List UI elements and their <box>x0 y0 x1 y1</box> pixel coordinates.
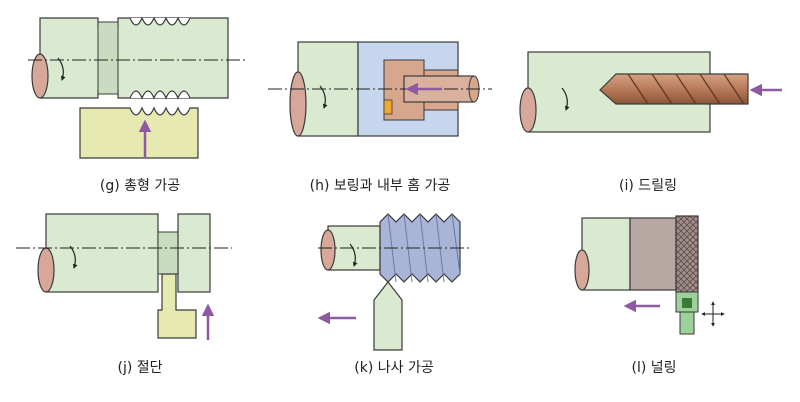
caption-k: (k) 나사 가공 <box>354 360 434 376</box>
form-tool-g <box>79 106 199 159</box>
workpiece-j <box>45 213 159 293</box>
boring-insert-h <box>383 99 393 115</box>
parting-tool-j <box>157 273 197 339</box>
knurl-wheel-l <box>682 298 692 308</box>
rotation-arrow-icon <box>69 245 78 269</box>
panel-l-knurling <box>574 215 725 335</box>
end-face-j <box>37 247 55 293</box>
collar-g <box>97 21 119 95</box>
caption-g: (g) 총형 가공 <box>100 178 180 194</box>
knurled-surface-l <box>675 215 699 293</box>
panel-j-parting <box>16 213 232 340</box>
workpiece-l <box>581 217 631 291</box>
caption-h: (h) 보링과 내부 홈 가공 <box>310 178 451 194</box>
knurl-holder-l <box>679 311 695 335</box>
knurl-body-l <box>629 217 677 291</box>
drill-bit-i <box>599 73 749 105</box>
workpiece-g <box>39 17 229 99</box>
rotation-arrow-icon <box>349 243 358 267</box>
panel-k-threading <box>317 213 470 351</box>
drill-flutes <box>627 73 745 105</box>
panel-g-form-turning <box>28 16 246 159</box>
end-face-l <box>574 249 590 291</box>
rotation-arrow-icon <box>319 85 328 109</box>
form-grooves-bottom <box>129 90 191 100</box>
caption-i: (i) 드릴링 <box>619 178 677 194</box>
rotation-arrow-icon <box>57 57 66 81</box>
panel-h-boring <box>268 41 492 137</box>
end-face-i <box>519 87 537 133</box>
end-face-g <box>31 53 49 99</box>
threading-tool-k <box>373 281 403 351</box>
caption-l: (l) 널링 <box>631 360 676 376</box>
panel-i-drilling <box>519 51 782 133</box>
rotation-arrow-icon <box>561 87 570 111</box>
workpiece-j-end <box>177 213 211 293</box>
form-grooves-top <box>129 16 191 26</box>
caption-j: (j) 절단 <box>117 360 162 376</box>
parting-groove-j <box>157 231 179 275</box>
end-face-k <box>320 229 336 271</box>
crosshair-arrow-icon <box>701 301 725 327</box>
end-face-h <box>289 71 307 137</box>
